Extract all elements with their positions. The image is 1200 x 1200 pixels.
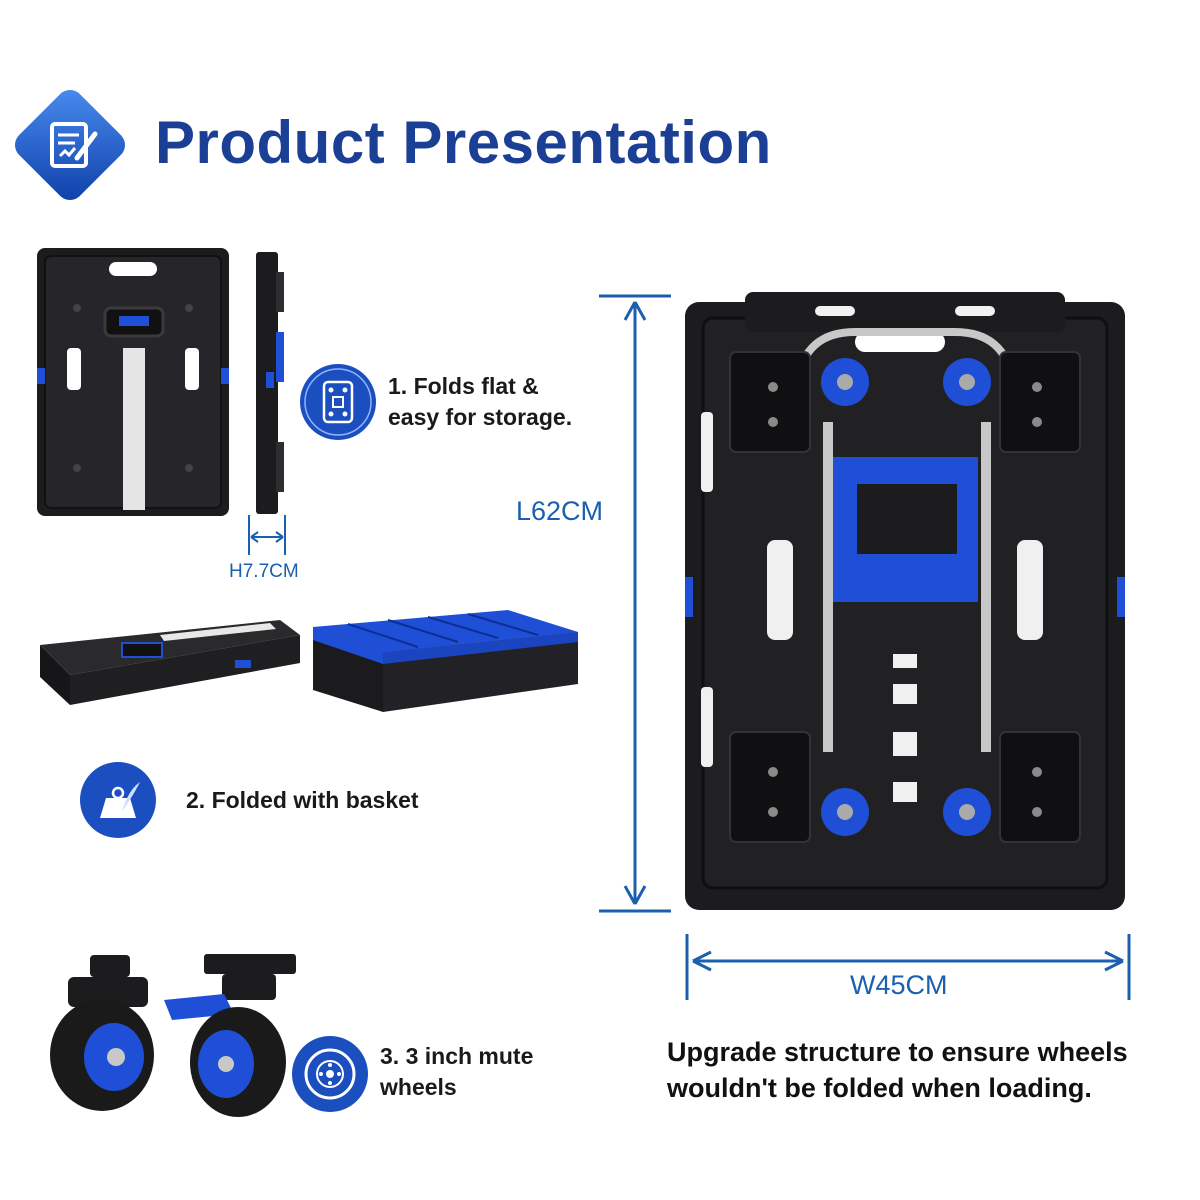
length-label: L62CM [516,496,604,526]
folded-board-front-image [37,248,229,516]
length-dimension-marker [599,294,671,913]
caption-line-1: Upgrade structure to ensure wheels [667,1037,1128,1067]
folded-board-side-image [256,252,284,514]
width-dimension-marker [685,934,1131,1000]
feature-1-line-2: easy for storage. [388,404,573,430]
caption-line-2: wouldn't be folded when loading. [667,1073,1092,1103]
cart-top-view-image [685,292,1125,910]
feature-3-line-1: 3. 3 inch mute [380,1043,534,1069]
folded-cart-image [40,620,300,705]
height-label: H7.7CM [229,561,299,582]
feature-2-line-1: 2. Folded with basket [186,787,419,813]
weight-feather-icon [80,762,156,838]
folded-basket-image [313,610,578,712]
width-label: W45CM [850,970,948,1000]
feature-1-line-1: 1. Folds flat & [388,373,539,399]
folded-board-icon [300,364,376,440]
wheel-icon [292,1036,368,1112]
feature-3-line-2: wheels [380,1074,457,1100]
header-icon [14,89,126,201]
height-dimension-marker [248,515,286,555]
page-title: Product Presentation [155,109,772,176]
caster-wheel-brake-image [164,954,296,1117]
caster-wheel-image [50,955,154,1111]
